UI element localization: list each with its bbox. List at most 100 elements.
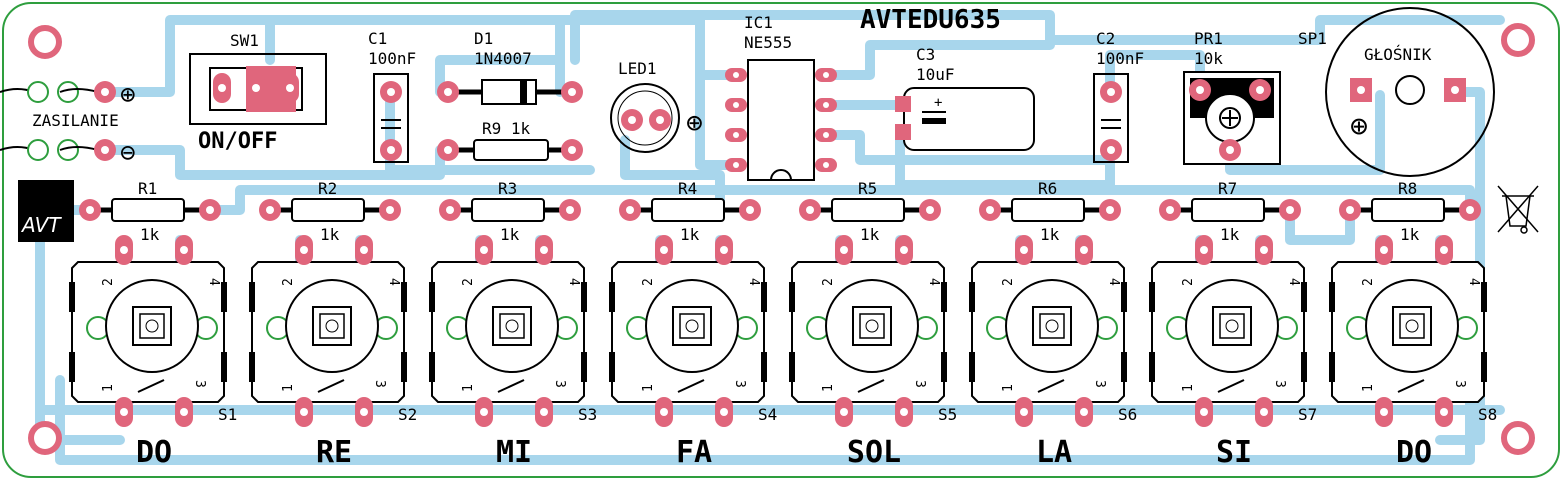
pin-label: 1 [281, 384, 296, 392]
switch-ref: SW1 [230, 31, 259, 50]
c1-ref: C1 [368, 29, 387, 48]
button-ref: S8 [1478, 405, 1497, 424]
pin-label: 1 [101, 384, 116, 392]
pin-label: 1 [641, 384, 656, 392]
pin-label: 4 [926, 278, 941, 286]
switch-sw1: SW1 ON/OFF [189, 31, 327, 154]
resistor-r3: R3 1k [439, 179, 581, 244]
capacitor-c2: C2 100nF [1093, 29, 1144, 163]
pin-label: 2 [281, 278, 296, 286]
pin-label: 4 [1286, 278, 1301, 286]
resistor-r2: R2 1k [259, 179, 401, 244]
resistor-ref: R8 [1398, 179, 1417, 198]
pr1-ref: PR1 [1194, 29, 1223, 48]
d1-ref: D1 [474, 29, 493, 48]
resistor-ref: R2 [318, 179, 337, 198]
pin-label: 3 [1452, 380, 1467, 388]
switch-label: ON/OFF [198, 129, 277, 154]
pin-label: 4 [206, 278, 221, 286]
mounting-hole [1501, 421, 1535, 455]
note-label: DO [1396, 435, 1432, 470]
button-ref: S2 [398, 405, 417, 424]
led-led1: LED1 ⊕ [610, 59, 703, 153]
pin-label: 4 [1106, 278, 1121, 286]
resistor-ref: R5 [858, 179, 877, 198]
pr1-value: 10k [1194, 49, 1223, 68]
pin-label: 3 [1092, 380, 1107, 388]
pin-label: 2 [101, 278, 116, 286]
mounting-hole [1501, 23, 1535, 57]
logo-text: AVT [20, 213, 62, 237]
c2-value: 100nF [1096, 49, 1144, 68]
pin-label: 3 [732, 380, 747, 388]
pin-label: 3 [912, 380, 927, 388]
resistor-ref: R6 [1038, 179, 1057, 198]
pin-label: 2 [1361, 278, 1376, 286]
resistor-ref: R4 [678, 179, 697, 198]
power-plus-symbol: ⊕ [120, 80, 136, 110]
pin-label: 4 [386, 278, 401, 286]
mounting-holes [28, 23, 1535, 455]
d1-value: 1N4007 [474, 49, 532, 68]
c2-ref: C2 [1096, 29, 1115, 48]
note-label: LA [1036, 435, 1072, 470]
pin-label: 1 [461, 384, 476, 392]
resistor-ref: R7 [1218, 179, 1237, 198]
board-title: AVTEDU635 [860, 5, 1001, 35]
r9-label: R9 1k [482, 119, 531, 138]
note-label: MI [496, 435, 532, 470]
sp1-label: GŁOŚNIK [1364, 45, 1432, 64]
resistor-value: 1k [1400, 225, 1420, 244]
mounting-hole [28, 25, 62, 59]
capacitor-c1: C1 100nF [368, 29, 416, 163]
resistor-value: 1k [1040, 225, 1060, 244]
resistor-value: 1k [500, 225, 520, 244]
resistor-ref: R1 [138, 179, 157, 198]
pin-label: 2 [1001, 278, 1016, 286]
sp1-plus-symbol: ⊕ [1350, 109, 1368, 144]
button-ref: S3 [578, 405, 597, 424]
avt-logo: AVT [18, 180, 74, 242]
note-label: SI [1216, 435, 1252, 470]
resistor-ref: R3 [498, 179, 517, 198]
speaker-sp1: SP1 GŁOŚNIK ⊕ [1298, 7, 1495, 177]
diode-d1: D1 1N4007 [437, 29, 583, 105]
note-label: FA [676, 435, 712, 470]
resistor-r6: R6 1k [979, 179, 1121, 244]
pin-label: 3 [192, 380, 207, 388]
resistor-r7: R7 1k [1159, 179, 1301, 244]
pin-label: 4 [1466, 278, 1481, 286]
button-ref: S4 [758, 405, 777, 424]
resistor-r8: R8 1k [1339, 179, 1481, 244]
resistor-value: 1k [320, 225, 340, 244]
ic-ref: IC1 [744, 13, 773, 32]
c3-ref: C3 [916, 45, 935, 64]
ic-value: NE555 [744, 33, 792, 52]
pin-label: 1 [1001, 384, 1016, 392]
pin-label: 3 [552, 380, 567, 388]
capacitor-c3: C3 10uF + [895, 45, 1035, 151]
c3-plus-symbol: + [934, 95, 942, 111]
pin-label: 1 [1361, 384, 1376, 392]
pin-label: 4 [746, 278, 761, 286]
pin-label: 2 [821, 278, 836, 286]
mounting-hole [28, 421, 62, 455]
resistor-value: 1k [1220, 225, 1240, 244]
button-ref: S1 [218, 405, 237, 424]
pin-label: 3 [372, 380, 387, 388]
ic-ne555: IC1 NE555 [725, 13, 837, 181]
power-minus-symbol: ⊖ [120, 138, 136, 168]
led-ref: LED1 [618, 59, 657, 78]
